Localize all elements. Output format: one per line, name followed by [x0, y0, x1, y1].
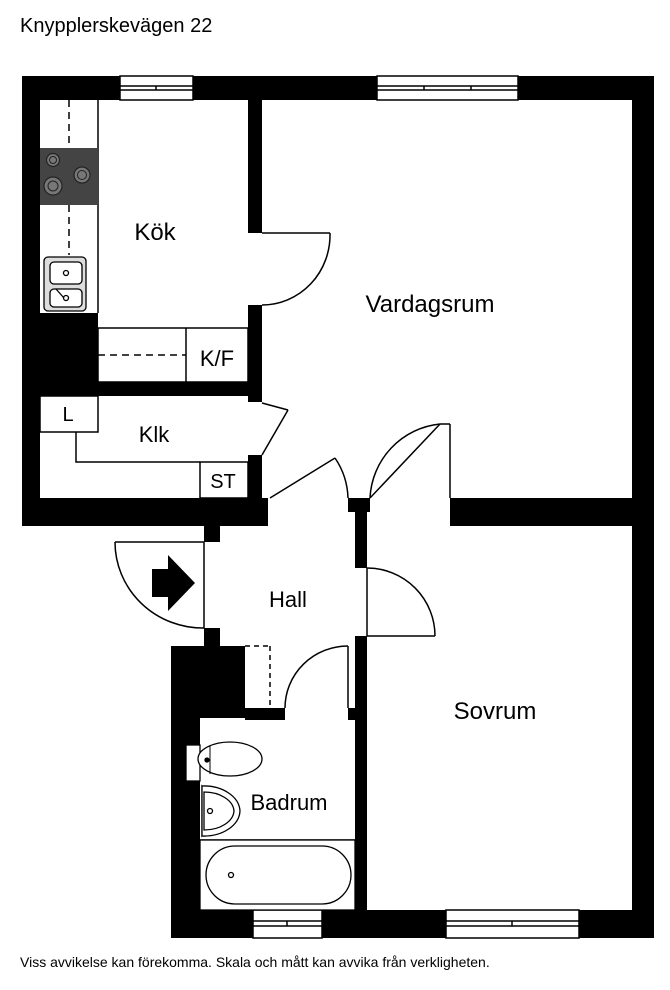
- room-label-klk: Klk: [139, 422, 171, 447]
- toilet: [185, 741, 263, 782]
- l-cabinet: [39, 395, 99, 433]
- st-cabinet: [199, 461, 249, 499]
- wall-bottom-1: [171, 910, 253, 938]
- room-label-kok: Kök: [134, 219, 176, 246]
- walls: [22, 76, 654, 938]
- wall-mid-stub: [348, 498, 370, 512]
- kitchen-solid-block: [40, 313, 98, 382]
- door-bath: [284, 645, 349, 709]
- doors: [114, 232, 451, 709]
- room-label-st: ST: [210, 471, 236, 493]
- door-kitchen: [261, 232, 331, 306]
- klk-shelf-line: [75, 432, 200, 463]
- wall-bath-top-block: [171, 646, 245, 718]
- wall-hall-left-top: [204, 526, 220, 542]
- wall-kitchen-lower: [248, 305, 262, 402]
- wall-klk-right: [248, 455, 262, 505]
- wall-kitchen-klk: [40, 382, 262, 396]
- window-sovrum-bottom: [445, 909, 580, 939]
- window-vardagsrum-top: [376, 75, 519, 101]
- wall-hall-sovrum-upper: [355, 512, 367, 568]
- window-kitchen-top: [119, 75, 194, 101]
- wall-hall-left-bottom: [204, 628, 220, 646]
- wall-left-upper: [22, 76, 40, 526]
- windows: [119, 75, 580, 939]
- wall-bath-top: [245, 708, 285, 720]
- wall-hall-sovrum-lower: [355, 636, 367, 938]
- bathtub: [199, 839, 356, 911]
- kitchen-sink: [43, 256, 87, 312]
- room-label-l: L: [62, 404, 73, 426]
- window-bath-bottom: [252, 909, 323, 939]
- wall-mid-left: [22, 498, 268, 526]
- room-label-vardagsrum: Vardagsrum: [366, 291, 495, 318]
- room-label-kf: K/F: [200, 346, 234, 371]
- wall-kitchen-upper: [248, 100, 262, 233]
- washbasin: [201, 784, 241, 838]
- stove: [40, 148, 98, 205]
- door-klk: [261, 402, 289, 456]
- wall-top-3: [518, 76, 654, 100]
- wall-top-2: [193, 76, 377, 100]
- entrance-arrow-icon: [152, 555, 195, 611]
- plan-title: Knypplerskevägen 22: [20, 15, 213, 37]
- wall-bath-top-right: [348, 708, 358, 720]
- door-hall-top: [269, 423, 451, 499]
- room-label-badrum: Badrum: [250, 790, 327, 815]
- room-label-hall: Hall: [269, 587, 307, 612]
- wall-bottom-3: [579, 910, 654, 938]
- wall-bottom-2: [322, 910, 446, 938]
- disclaimer-text: Viss avvikelse kan förekomma. Skala och …: [20, 954, 490, 970]
- door-entrance: [114, 541, 205, 629]
- room-label-sovrum: Sovrum: [454, 698, 537, 725]
- wall-mid-right: [450, 498, 654, 526]
- door-sovrum: [366, 567, 436, 637]
